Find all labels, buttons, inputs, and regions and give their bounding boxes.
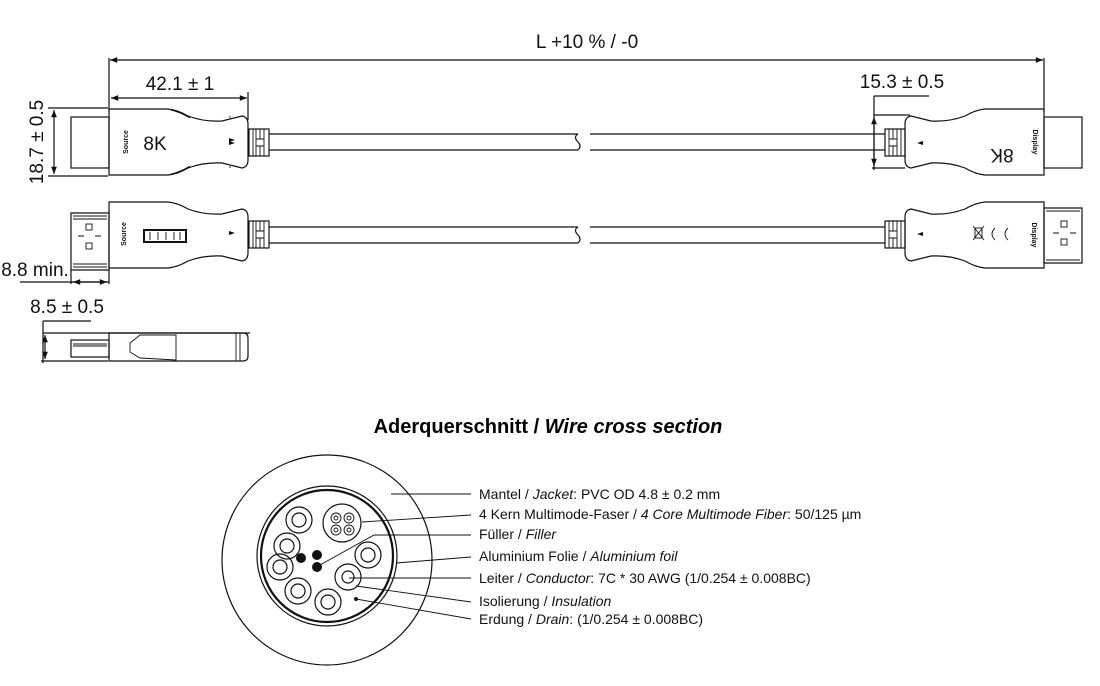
source-connector-top: Source 8K — [70, 108, 270, 176]
source-connector-side: Source — [70, 201, 270, 271]
callout-conductor: Leiter / Conductor: 7C * 30 AWG (1/0.254… — [479, 570, 811, 586]
overall-length-dimension: L +10 % / -0 — [108, 32, 1045, 112]
cross-section-title: Aderquerschnitt / Wire cross section — [374, 416, 723, 438]
conductor-group — [266, 506, 382, 616]
display-connector-side: Display — [884, 201, 1083, 269]
display-label-side: Display — [1030, 223, 1037, 248]
strain-relief-dimension: 15.3 ± 0.5 — [860, 72, 944, 170]
c-mark-icon — [1004, 227, 1009, 241]
fiber-bundle — [322, 503, 362, 543]
wire-cross-section — [221, 454, 433, 666]
title-german: Aderquerschnitt / — [374, 416, 545, 438]
filler-group — [296, 550, 322, 572]
cable-side — [269, 226, 885, 244]
plug-min-dimension: 8.8 min. — [1, 260, 110, 285]
direction-arrow-icon — [229, 138, 235, 145]
callout-jacket: Mantel / Jacket: PVC OD 4.8 ± 0.2 mm — [479, 486, 720, 502]
title-english: Wire cross section — [545, 416, 723, 438]
overall-length-label: L +10 % / -0 — [536, 32, 638, 53]
callout-foil: Aluminium Folie / Aluminium foil — [479, 548, 678, 564]
callout-filler: Füller / Filler — [479, 526, 557, 542]
resolution-mark-display: 8K — [990, 144, 1014, 165]
hdmi-logo-icon — [143, 229, 187, 243]
weee-bin-icon — [972, 225, 985, 241]
resolution-mark: 8K — [143, 134, 167, 155]
head-height-label: 18.7 ± 0.5 — [27, 100, 48, 184]
direction-arrow-icon — [917, 141, 923, 145]
display-label: Display — [1031, 130, 1038, 155]
plug-min-label: 8.8 min. — [1, 260, 69, 281]
head-height-dimension: 18.7 ± 0.5 — [27, 100, 108, 184]
head-thickness-dimension: 8.5 ± 0.5 — [30, 297, 250, 363]
source-connector-thickness-view — [70, 332, 249, 362]
aluminium-foil-outer — [256, 485, 398, 627]
source-head-length-label: 42.1 ± 1 — [146, 74, 215, 95]
head-thickness-label: 8.5 ± 0.5 — [30, 297, 104, 318]
source-label-side: Source — [121, 222, 128, 246]
strain-relief-label: 15.3 ± 0.5 — [860, 72, 944, 93]
direction-arrow-icon — [917, 232, 923, 236]
callout-labels: Mantel / Jacket: PVC OD 4.8 ± 0.2 mm 4 K… — [479, 486, 861, 627]
callout-fiber: 4 Kern Multimode-Faser / 4 Core Multimod… — [479, 506, 861, 522]
aluminium-foil-inner — [259, 488, 395, 624]
source-head-length-dimension: 42.1 ± 1 — [111, 74, 249, 120]
ce-mark-icon — [991, 227, 996, 241]
callout-insulation: Isolierung / Insulation — [479, 593, 612, 609]
callout-leaders — [319, 493, 472, 620]
direction-arrow-icon — [229, 231, 235, 235]
callout-drain: Erdung / Drain: (1/0.254 ± 0.008BC) — [479, 611, 703, 627]
cable-top — [269, 133, 885, 151]
display-connector-top: 8K Display — [884, 108, 1083, 176]
source-label: Source — [123, 130, 130, 154]
